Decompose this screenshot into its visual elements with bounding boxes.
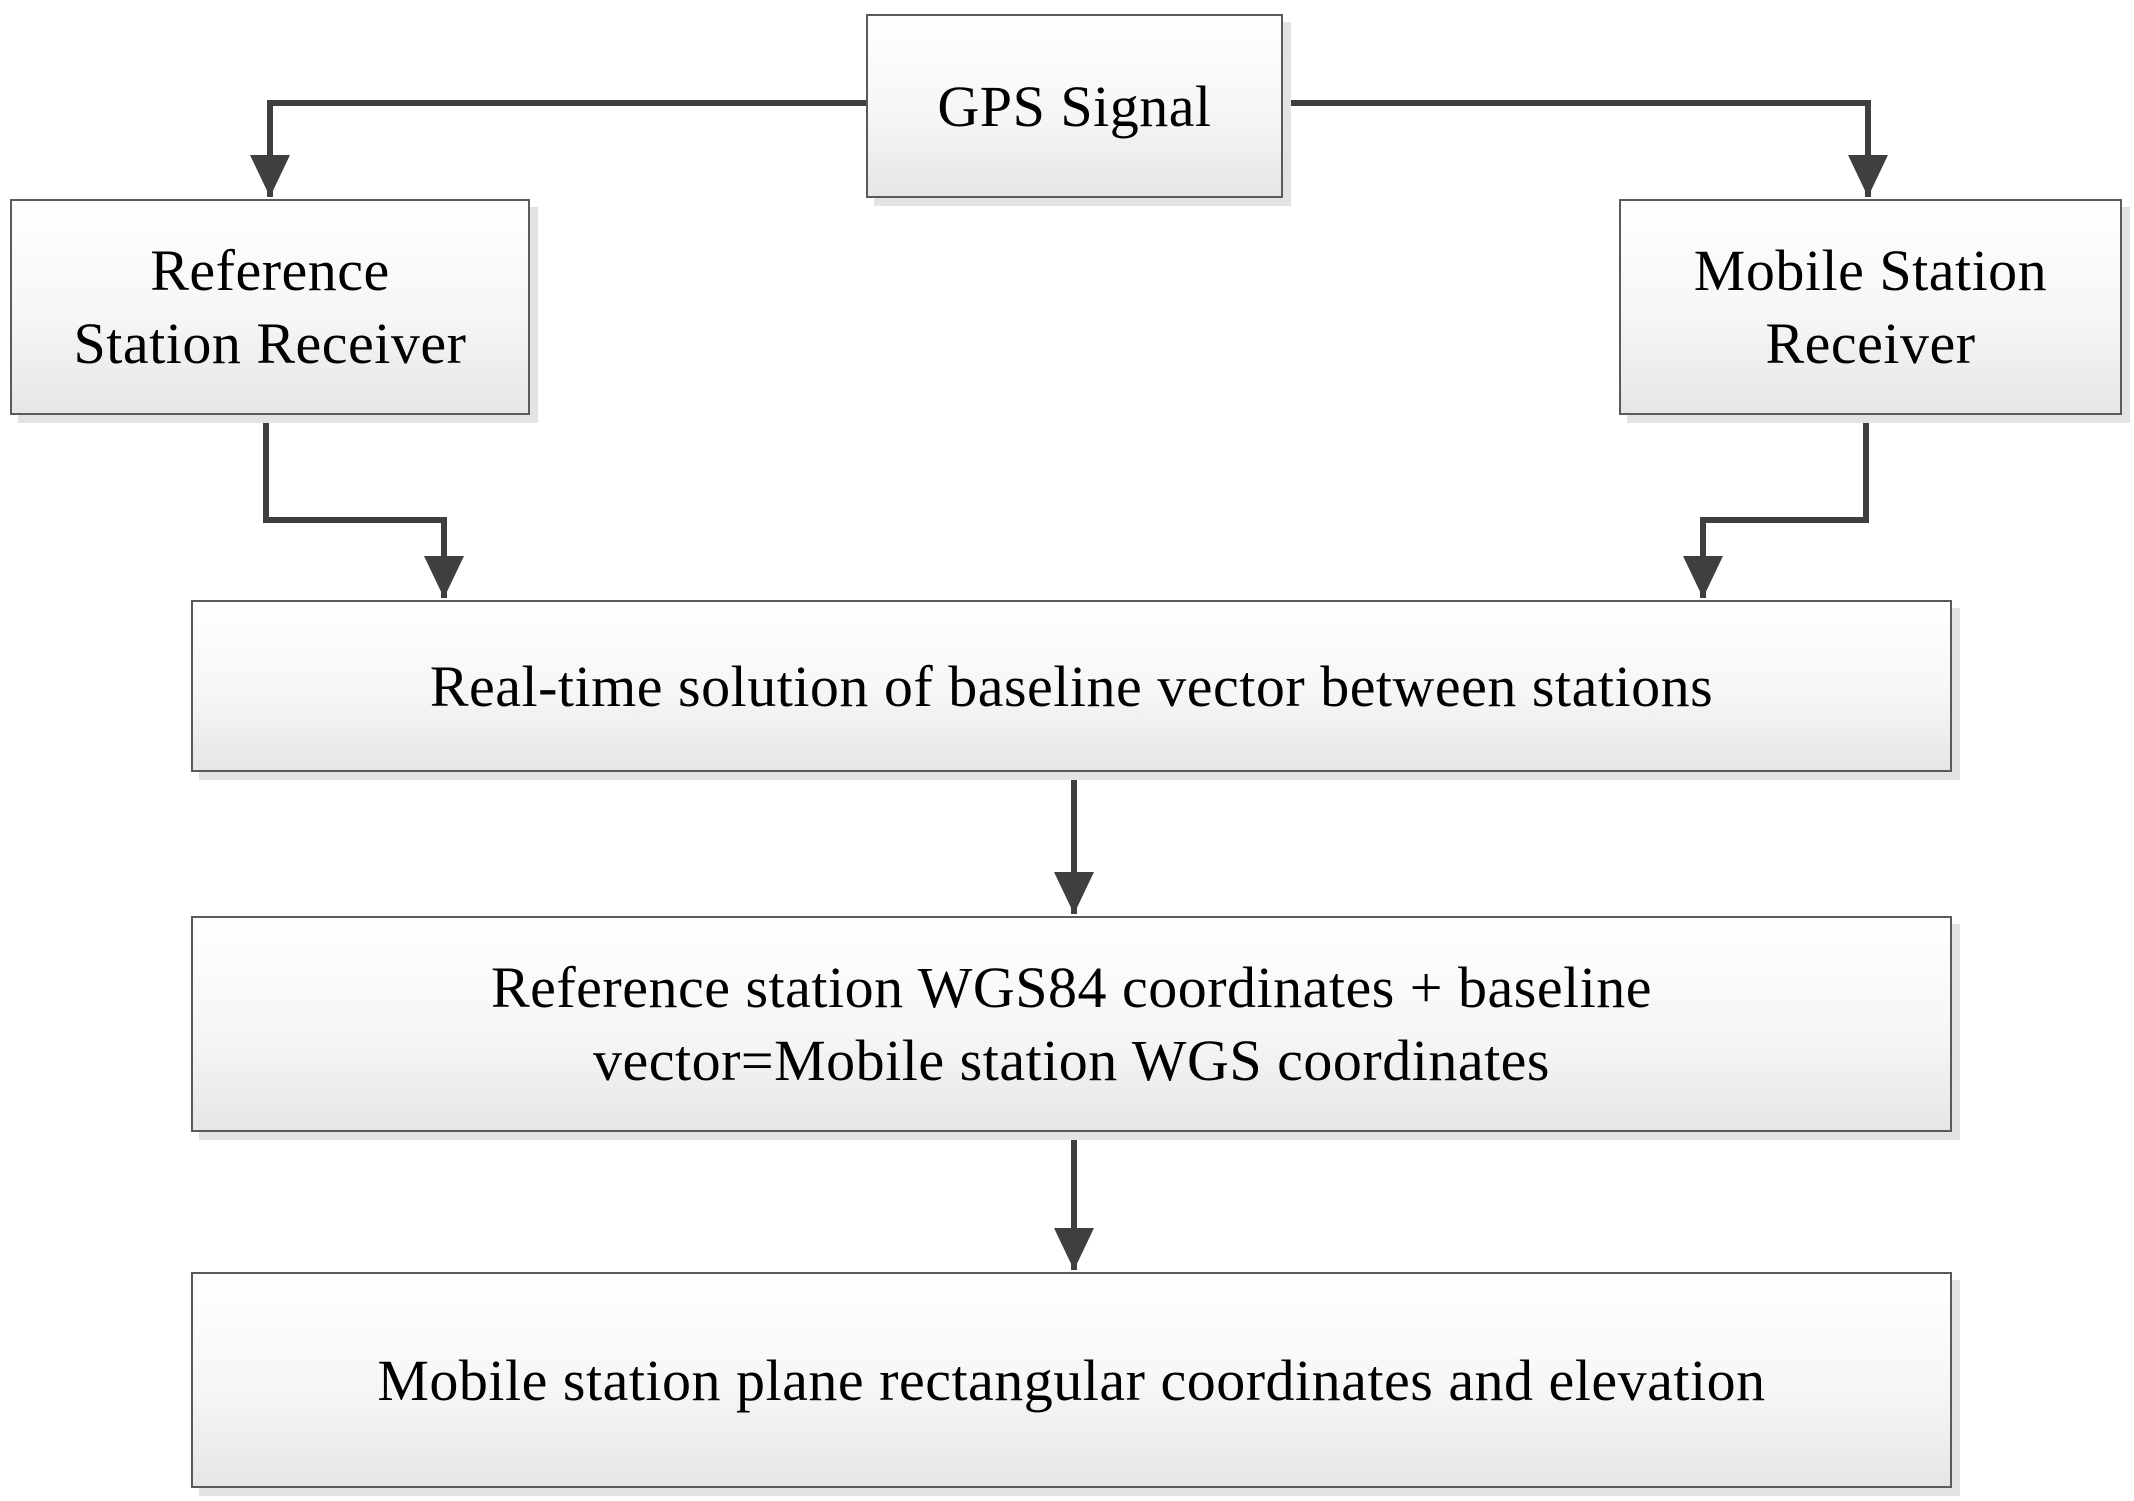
reference-station-receiver-label: Reference Station Receiver bbox=[73, 238, 467, 376]
wgs-coordinates-box: Reference station WGS84 coordinates + ba… bbox=[191, 916, 1952, 1132]
plane-coordinates-label: Mobile station plane rectangular coordin… bbox=[377, 1347, 1766, 1413]
arrow-mobile-to-solution bbox=[1683, 415, 1869, 598]
baseline-solution-label: Real-time solution of baseline vector be… bbox=[429, 653, 1714, 719]
mobile-station-receiver-box: Mobile Station Receiver bbox=[1619, 199, 2122, 415]
gps-signal-box: GPS Signal bbox=[866, 14, 1283, 198]
arrow-reference-to-solution bbox=[263, 415, 464, 598]
baseline-solution-box: Real-time solution of baseline vector be… bbox=[191, 600, 1952, 772]
arrow-gps-to-reference bbox=[250, 100, 866, 197]
plane-coordinates-box: Mobile station plane rectangular coordin… bbox=[191, 1272, 1952, 1488]
gps-signal-label: GPS Signal bbox=[937, 73, 1212, 139]
wgs-coordinates-label: Reference station WGS84 coordinates + ba… bbox=[490, 955, 1653, 1093]
reference-station-receiver-box: Reference Station Receiver bbox=[10, 199, 530, 415]
arrow-gps-to-mobile bbox=[1283, 100, 1888, 197]
mobile-station-receiver-label: Mobile Station Receiver bbox=[1693, 238, 2048, 376]
